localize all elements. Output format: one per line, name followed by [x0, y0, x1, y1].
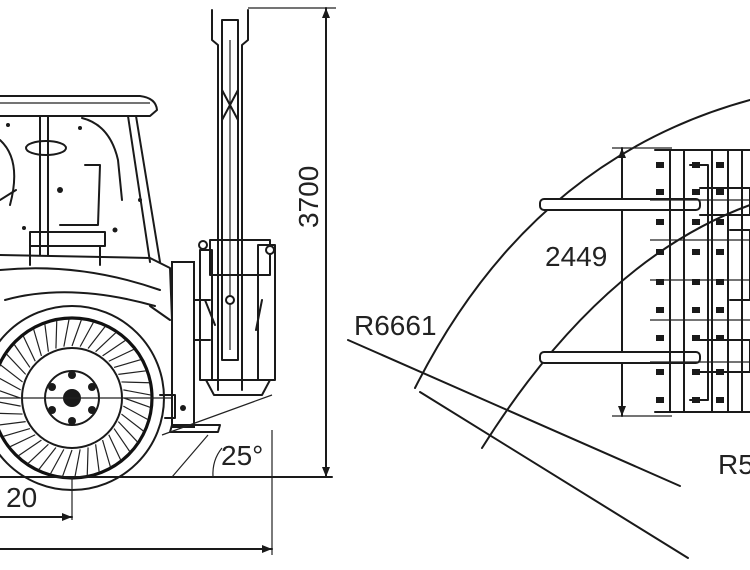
tractor-side-view: 3700 25° 20	[0, 7, 336, 555]
swing-view: 2449 R6661 R5	[347, 99, 750, 559]
reach-dimension-label: 2449	[545, 241, 607, 272]
reach-dimension	[612, 147, 672, 417]
inner-radius-label: R5	[718, 449, 750, 480]
rear-wheel	[0, 305, 175, 491]
dimension-lines	[0, 7, 336, 555]
outrigger-arms	[539, 198, 701, 364]
canopy-roof	[0, 95, 158, 117]
backhoe-boom	[198, 9, 276, 396]
cabin-interior	[0, 117, 142, 266]
bottom-dimension-label: 20	[6, 482, 37, 513]
frame-bolts	[656, 162, 724, 403]
angle-dimension-label: 25°	[221, 440, 263, 471]
outer-radius-label: R6661	[354, 310, 437, 341]
height-dimension-label: 3700	[293, 166, 324, 228]
